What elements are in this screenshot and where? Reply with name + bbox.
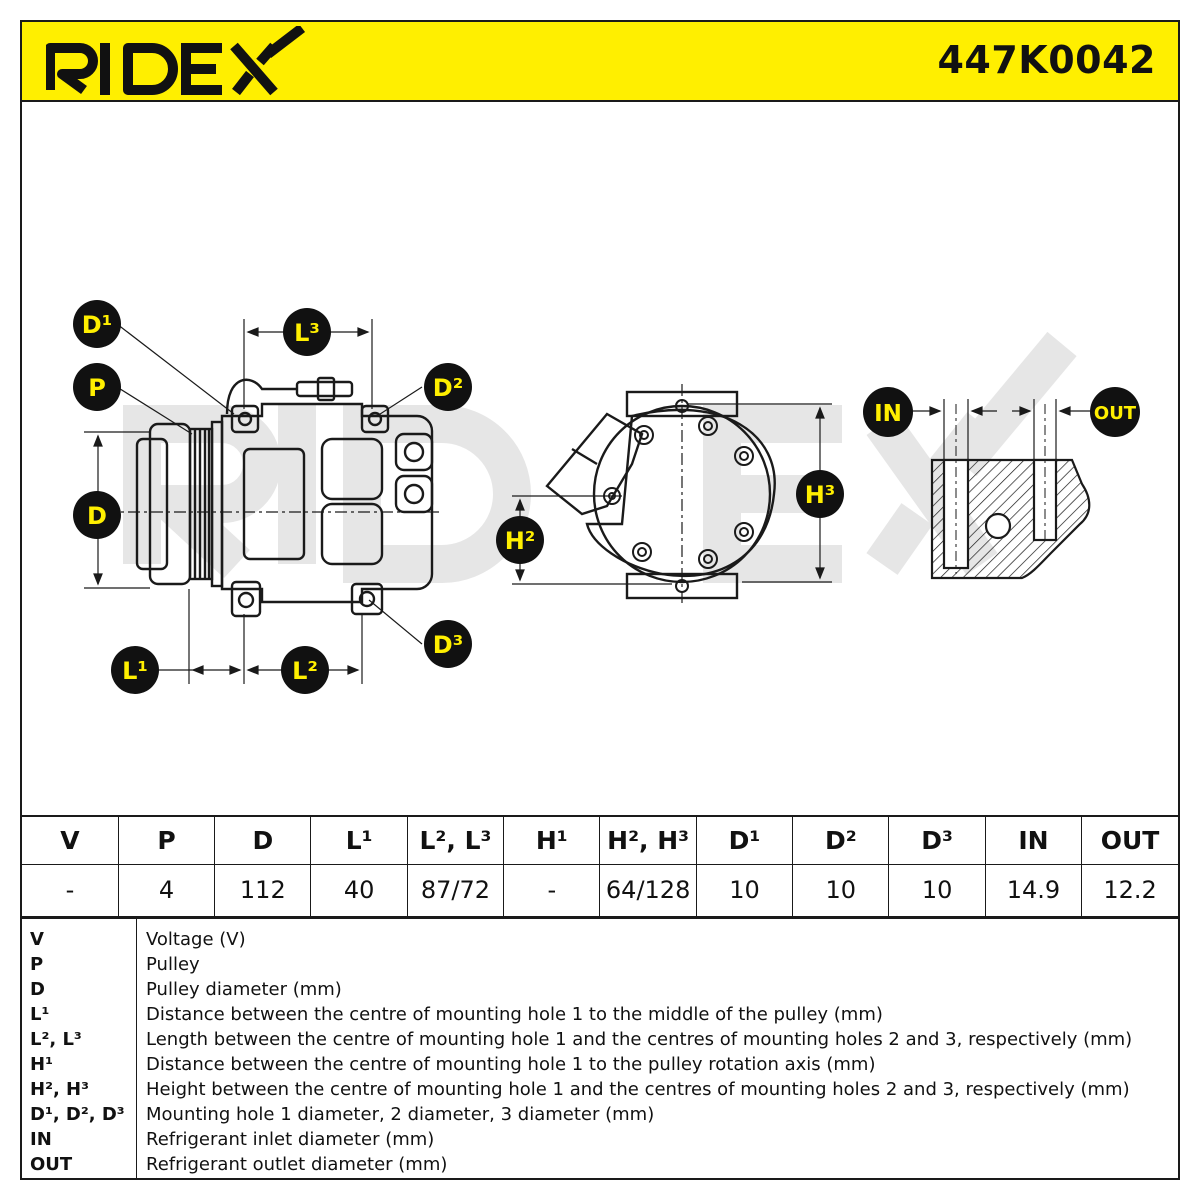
legend-row: D¹, D², D³ Mounting hole 1 diameter, 2 d… xyxy=(22,1102,1178,1127)
rear-view-dimensions xyxy=(512,403,832,585)
spec-value: 12.2 xyxy=(1081,863,1178,917)
svg-text:H²: H² xyxy=(505,527,536,555)
legend-desc: Length between the centre of mounting ho… xyxy=(146,1029,1133,1050)
legend-key: H¹ xyxy=(30,1054,53,1075)
legend-key: L¹ xyxy=(30,1004,50,1025)
legend-desc: Pulley diameter (mm) xyxy=(146,979,342,1000)
svg-text:D³: D³ xyxy=(433,631,463,659)
svg-text:P: P xyxy=(88,374,106,402)
spec-header: L², L³ xyxy=(406,815,505,865)
legend-desc: Distance between the centre of mounting … xyxy=(146,1054,876,1075)
spec-header: H¹ xyxy=(503,815,601,865)
badge-out: OUT xyxy=(1090,387,1140,437)
label-badges: D¹ P D L³ D² xyxy=(73,300,1140,694)
legend-row: L¹ Distance between the centre of mounti… xyxy=(22,1002,1178,1027)
svg-text:D: D xyxy=(87,502,107,530)
legend-key: H², H³ xyxy=(30,1079,90,1100)
header-bar: 447K0042 xyxy=(22,22,1178,102)
spec-header: D¹ xyxy=(695,815,794,865)
spec-value-row: - 4 112 40 87/72 - 64/128 10 10 10 14.9 … xyxy=(22,863,1178,917)
legend-key: V xyxy=(30,929,44,950)
legend-divider xyxy=(136,919,137,1180)
legend-desc: Refrigerant outlet diameter (mm) xyxy=(146,1154,448,1175)
spec-value: 87/72 xyxy=(406,863,505,917)
badge-d: D xyxy=(73,491,121,539)
legend-key: D¹, D², D³ xyxy=(30,1104,125,1125)
spec-value: 10 xyxy=(695,863,794,917)
legend-key: OUT xyxy=(30,1154,73,1175)
ridex-logo xyxy=(46,26,306,96)
legend-desc: Height between the centre of mounting ho… xyxy=(146,1079,1130,1100)
spec-header: V xyxy=(22,815,119,865)
compressor-drawing: D¹ P D L³ D² xyxy=(73,300,1140,694)
svg-text:D¹: D¹ xyxy=(82,311,112,339)
spec-header: H², H³ xyxy=(599,815,697,865)
datasheet-frame: 447K0042 xyxy=(20,20,1180,1180)
spec-value: - xyxy=(503,863,601,917)
spec-header-row: V P D L¹ L², L³ H¹ H², H³ D¹ D² D³ IN OU… xyxy=(22,815,1178,865)
spec-value: 112 xyxy=(214,863,312,917)
legend-row: OUT Refrigerant outlet diameter (mm) xyxy=(22,1152,1178,1177)
legend-row: IN Refrigerant inlet diameter (mm) xyxy=(22,1127,1178,1152)
badge-l1: L¹ xyxy=(111,646,159,694)
legend-row: P Pulley xyxy=(22,952,1178,977)
spec-value: 40 xyxy=(310,863,408,917)
legend-key: D xyxy=(30,979,45,1000)
spec-table: V P D L¹ L², L³ H¹ H², H³ D¹ D² D³ IN OU… xyxy=(22,815,1178,917)
spec-header: IN xyxy=(984,815,1083,865)
legend-desc: Pulley xyxy=(146,954,200,975)
legend-row: D Pulley diameter (mm) xyxy=(22,977,1178,1002)
legend-desc: Voltage (V) xyxy=(146,929,246,950)
badge-h2: H² xyxy=(496,516,544,564)
legend-key: IN xyxy=(30,1129,52,1150)
badge-h3: H³ xyxy=(796,470,844,518)
svg-text:OUT: OUT xyxy=(1094,403,1137,424)
spec-header: OUT xyxy=(1081,815,1178,865)
badge-d1: D¹ xyxy=(73,300,121,348)
legend-row: H¹ Distance between the centre of mounti… xyxy=(22,1052,1178,1077)
svg-text:D²: D² xyxy=(433,374,463,402)
spec-value: 10 xyxy=(888,863,986,917)
spec-header: D xyxy=(214,815,312,865)
svg-text:H³: H³ xyxy=(805,481,836,509)
technical-drawing: D¹ P D L³ D² xyxy=(22,104,1178,814)
spec-value: 14.9 xyxy=(984,863,1083,917)
svg-text:L³: L³ xyxy=(294,319,320,347)
spec-value: - xyxy=(22,863,119,917)
badge-in: IN xyxy=(863,387,913,437)
spec-header: P xyxy=(117,815,216,865)
legend-desc: Mounting hole 1 diameter, 2 diameter, 3 … xyxy=(146,1104,655,1125)
legend-key: L², L³ xyxy=(30,1029,82,1050)
legend-desc: Distance between the centre of mounting … xyxy=(146,1004,883,1025)
badge-l2: L² xyxy=(281,646,329,694)
fitting-section-view xyxy=(930,404,1091,580)
spec-header: D² xyxy=(792,815,890,865)
svg-text:IN: IN xyxy=(874,401,902,427)
spec-value: 4 xyxy=(117,863,216,917)
badge-d3: D³ xyxy=(424,620,472,668)
svg-text:L²: L² xyxy=(292,657,318,685)
part-number: 447K0042 xyxy=(937,38,1156,82)
legend-key: P xyxy=(30,954,44,975)
spec-header: D³ xyxy=(888,815,986,865)
badge-l3: L³ xyxy=(283,308,331,356)
legend: V Voltage (V) P Pulley D Pulley diameter… xyxy=(22,917,1178,1180)
badge-p: P xyxy=(73,363,121,411)
spec-value: 64/128 xyxy=(599,863,697,917)
spec-value: 10 xyxy=(792,863,890,917)
fitting-dimensions xyxy=(907,399,1092,460)
compressor-side-view xyxy=(82,376,442,618)
legend-desc: Refrigerant inlet diameter (mm) xyxy=(146,1129,435,1150)
side-view-dimensions xyxy=(84,319,423,684)
legend-row: L², L³ Length between the centre of moun… xyxy=(22,1027,1178,1052)
badge-d2: D² xyxy=(424,363,472,411)
legend-row: V Voltage (V) xyxy=(22,927,1178,952)
legend-row: H², H³ Height between the centre of moun… xyxy=(22,1077,1178,1102)
svg-text:L¹: L¹ xyxy=(122,657,148,685)
compressor-rear-view xyxy=(545,384,776,604)
spec-header: L¹ xyxy=(310,815,408,865)
